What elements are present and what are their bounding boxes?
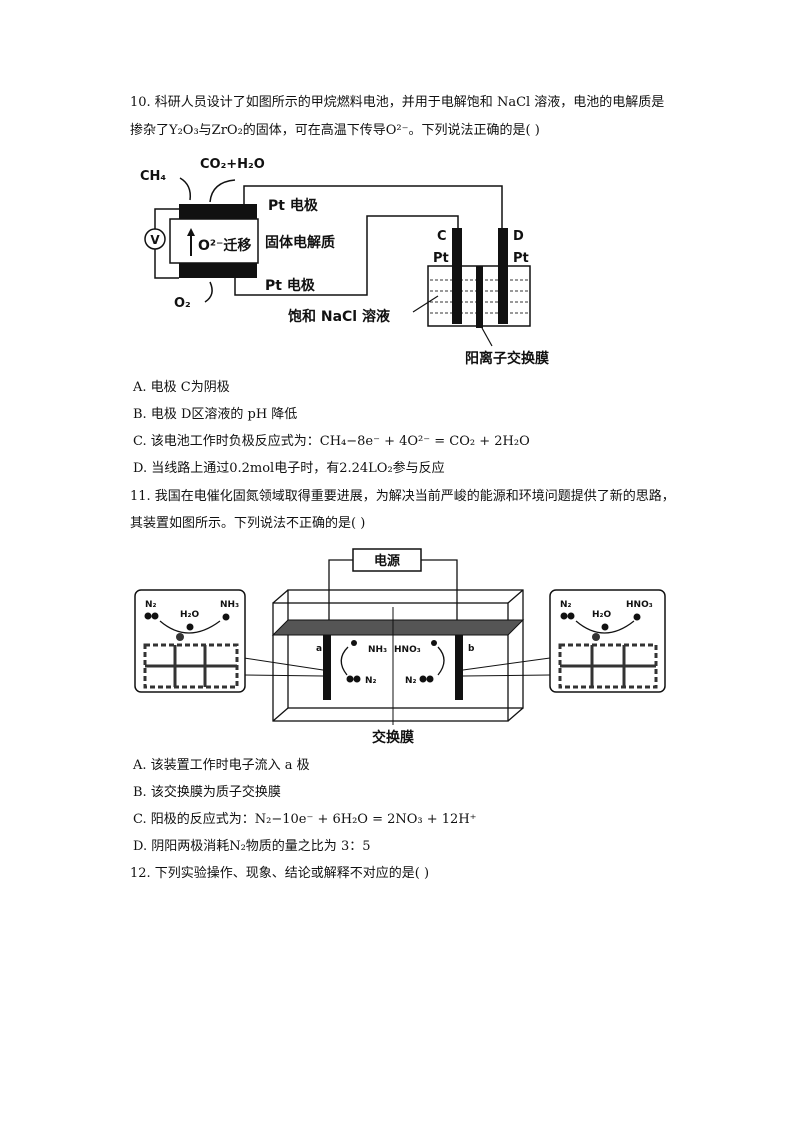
electrode-a-label: a [316,644,322,654]
q11-option-c: C. 阳极的反应式为：N₂−10e⁻ + 6H₂O = 2NO₃ + 12H⁺ [133,812,477,827]
electrode-d-label: D [513,229,524,244]
pt-bottom-label: Pt 电极 [265,277,316,294]
voltmeter-label: V [150,233,160,247]
exchange-membrane-label: 交换膜 [372,729,414,746]
electrode-c-label: C [437,229,447,244]
n2-right-label: N₂ [405,676,417,686]
q10-option-a: A. 电极 C为阴极 [133,380,230,395]
electrode-b-label: b [468,644,475,654]
q11-option-a: A. 该装置工作时电子流入 a 极 [133,758,310,773]
q11-stem-line1: 11. 我国在电催化固氮领域取得重要进展，为解决当前严峻的能源和环境问题提供了新… [130,489,675,504]
catalyst-lattice-right [558,633,658,689]
electrolyte-label: 固体电解质 [265,234,335,251]
nitrogen-fixation-diagram: 电源 a b NH₃ HNO₃ N₂ N₂ N₂ H₂O NH₃ N₂ [134,548,666,746]
q11-stem-line2: 其装置如图所示。下列说法不正确的是( ) [130,516,366,531]
products-label: CO₂+H₂O [200,157,265,172]
voltmeter-icon [144,228,166,250]
q12-stem: 12. 下列实验操作、现象、结论或解释不对应的是( ) [130,866,430,881]
fuel-cell-diagram: V O²⁻迁移 CH₄ CO₂+H₂O O₂ Pt 电极 固体电解质 Pt 电极… [140,157,549,367]
q10-option-c: C. 该电池工作时负极反应式为：CH₄−8e⁻ + 4O²⁻ = CO₂ + 2… [133,434,530,449]
ch4-label: CH₄ [140,169,166,184]
inset-right-h2o: H₂O [592,610,611,620]
inset-right-n2: N₂ [560,600,572,610]
inset-left-n2: N₂ [145,600,157,610]
catalyst-lattice-left [143,633,239,689]
cation-exchange-membrane [476,266,483,328]
electrode-c [452,228,462,324]
inset-right-hno3: HNO₃ [626,600,653,610]
pt-c-label: Pt [433,251,449,266]
electrode-d [498,228,508,324]
q11-option-d: D. 阴阳两极消耗N₂物质的量之比为 3：5 [133,839,371,854]
electrode-a [323,635,331,700]
inset-left-nh3: NH₃ [220,600,239,610]
q10-option-b: B. 电极 D区溶液的 pH 降低 [133,407,298,422]
q10-option-d: D. 当线路上通过0.2mol电子时，有2.24LO₂参与反应 [133,461,445,476]
inset-left-h2o: H₂O [180,610,199,620]
solution-label: 饱和 NaCl 溶液 [288,308,391,325]
membrane-label: 阳离子交换膜 [465,350,549,367]
power-label: 电源 [374,553,400,569]
q11-option-b: B. 该交换膜为质子交换膜 [133,785,281,800]
electrode-b [455,635,463,700]
hno3-label: HNO₃ [394,645,421,655]
n2-left-label: N₂ [365,676,377,686]
q10-stem-line1: 10. 科研人员设计了如图所示的甲烷燃料电池，并用于电解饱和 NaCl 溶液，电… [130,95,665,110]
pt-top-label: Pt 电极 [268,197,319,214]
q10-stem-line2: 掺杂了Y₂O₃与ZrO₂的固体，可在高温下传导O²⁻。下列说法正确的是( ) [130,123,540,138]
pt-d-label: Pt [513,251,529,266]
o2-label: O₂ [174,296,191,311]
migration-label: O²⁻迁移 [198,237,251,254]
nh3-label: NH₃ [368,645,387,655]
